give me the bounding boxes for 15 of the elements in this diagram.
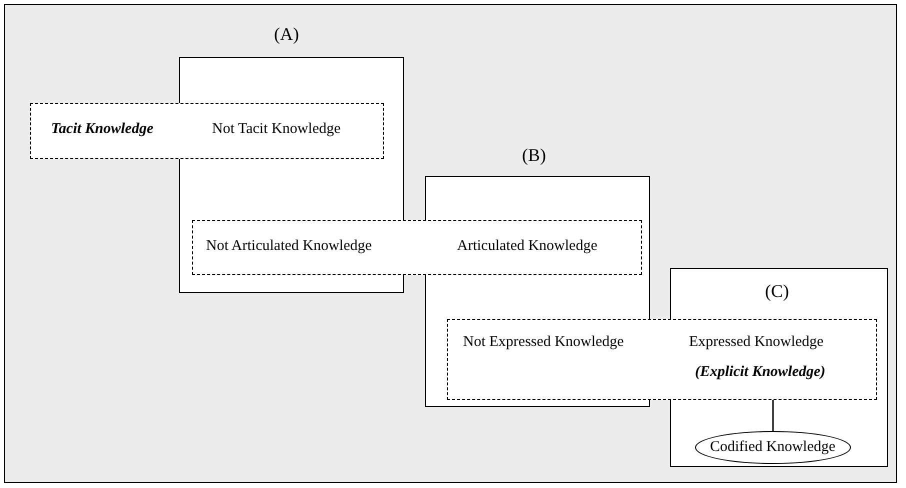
box-label: Not Articulated Knowledge xyxy=(206,238,372,255)
dashed-box xyxy=(192,220,642,275)
box-heading: (A) xyxy=(274,24,299,45)
box-label: Tacit Knowledge xyxy=(51,121,154,138)
box-label: Articulated Knowledge xyxy=(457,238,598,255)
dashed-box xyxy=(30,103,384,159)
box-label: Codified Knowledge xyxy=(710,439,836,456)
dashed-box xyxy=(447,319,877,400)
box-heading: (B) xyxy=(522,145,546,166)
connector-line xyxy=(772,400,774,431)
box-heading: (C) xyxy=(765,281,789,302)
box-label: Expressed Knowledge xyxy=(689,334,824,351)
box-label: Not Tacit Knowledge xyxy=(212,121,341,138)
box-label: Not Expressed Knowledge xyxy=(463,334,624,351)
box-label: (Explicit Knowledge) xyxy=(695,364,826,381)
